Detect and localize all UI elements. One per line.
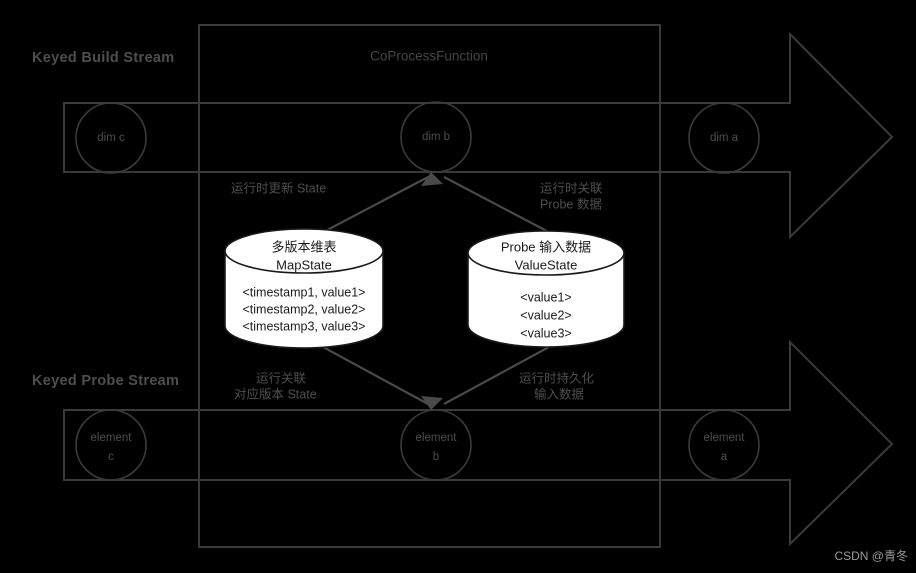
cylinder-value-state-entry-3: <value3> — [520, 326, 571, 340]
annotation-update-state: 运行时更新 State — [231, 180, 326, 195]
cylinder-value-state-header-line2: ValueState — [515, 257, 578, 272]
cylinder-map-state[interactable]: 多版本维表 MapState <timestamp1, value1> <tim… — [224, 228, 384, 349]
cylinder-value-state-entry-1: <value1> — [520, 290, 571, 304]
cylinder-map-state-entry-3: <timestamp3, value3> — [243, 319, 366, 333]
node-element-c[interactable]: element c — [75, 409, 147, 481]
cylinder-value-state[interactable]: Probe 输入数据 ValueState <value1> <value2> … — [467, 230, 625, 348]
node-dim-c-label: dim c — [97, 132, 125, 144]
node-element-b[interactable]: element b — [400, 409, 472, 481]
cylinder-map-state-header-line2: MapState — [276, 257, 332, 272]
annotation-persist-input-line2: 输入数据 — [534, 386, 584, 401]
node-dim-b[interactable]: dim b — [400, 101, 472, 173]
node-element-c-label-line2: c — [108, 451, 114, 463]
cylinder-value-state-header-line1: Probe 输入数据 — [501, 239, 591, 254]
probe-stream-arrow-shape — [63, 339, 894, 547]
cylinder-map-state-header-line1: 多版本维表 — [271, 239, 336, 254]
node-dim-b-label: dim b — [422, 131, 450, 143]
annotation-join-version-state-line1: 运行关联 — [256, 371, 307, 385]
node-element-c-label-line1: element — [91, 432, 133, 444]
node-element-a-label-line2: a — [721, 451, 728, 463]
node-element-b-label-line2: b — [433, 451, 439, 463]
stream-label-probe: Keyed Probe Stream — [32, 373, 179, 389]
node-dim-a-label: dim a — [710, 132, 739, 144]
cylinder-value-state-entry-2: <value2> — [520, 308, 571, 322]
node-dim-c[interactable]: dim c — [75, 102, 147, 174]
coprocessfunction-title: CoProcessFunction — [370, 49, 488, 64]
node-dim-a[interactable]: dim a — [688, 102, 760, 174]
cylinder-map-state-entry-1: <timestamp1, value1> — [243, 285, 366, 299]
annotation-join-probe-line1: 运行时关联 — [540, 181, 603, 195]
stream-label-build: Keyed Build Stream — [32, 50, 174, 66]
watermark: CSDN @青冬 — [834, 548, 908, 563]
node-element-b-label-line1: element — [416, 432, 458, 444]
build-stream-arrow-shape — [63, 31, 894, 240]
node-element-a[interactable]: element a — [688, 409, 760, 481]
coprocessfunction-box — [198, 24, 661, 548]
annotation-persist-input-line1: 运行时持久化 — [519, 370, 595, 385]
node-element-a-label-line1: element — [704, 432, 746, 444]
annotation-join-version-state-line2: 对应版本 State — [234, 386, 317, 401]
cylinder-map-state-entry-2: <timestamp2, value2> — [243, 302, 366, 316]
annotation-join-probe-line2: Probe 数据 — [540, 196, 602, 211]
